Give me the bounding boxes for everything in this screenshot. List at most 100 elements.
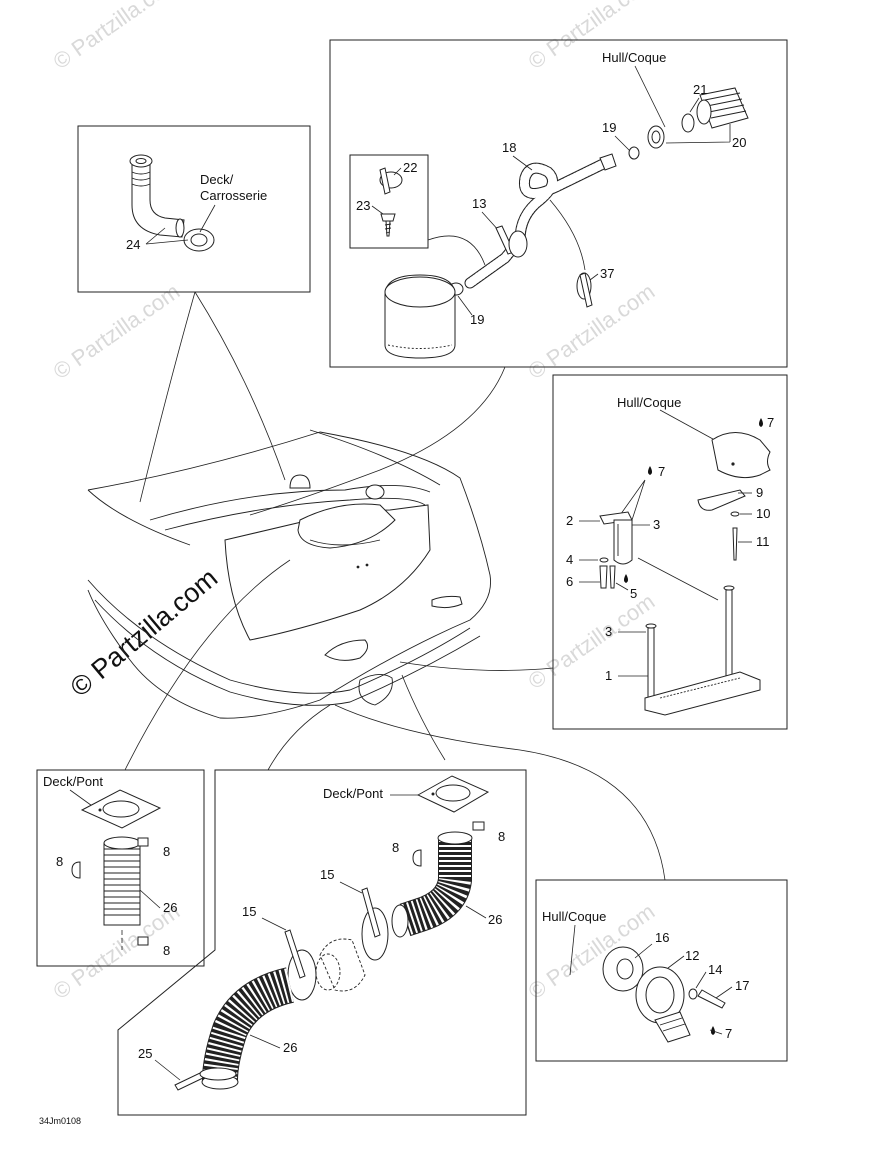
bilge-hose-18	[464, 153, 617, 289]
callout-10: 10	[756, 506, 770, 521]
clamp-19-top	[628, 146, 640, 160]
callout-carrosserie-label: Carrosserie	[200, 188, 267, 203]
callout-deck-pont-large: Deck/Pont	[323, 786, 383, 801]
screw-8-b	[71, 861, 81, 879]
vent-hose-26-upper	[391, 831, 473, 938]
sealant-drop-icon	[759, 418, 763, 427]
leader-bracket	[637, 557, 719, 601]
detail-box-vent-small	[36, 769, 205, 967]
leader-drain-plug	[334, 704, 666, 881]
callout-25: 25	[138, 1046, 152, 1061]
tie-strap-25	[174, 1067, 237, 1091]
sealant-drop-icon	[624, 574, 628, 583]
screw-8-e	[412, 849, 422, 867]
callout-2: 2	[566, 513, 573, 528]
watercraft-rear-body	[87, 429, 492, 719]
callout-17: 17	[735, 978, 749, 993]
callout-14: 14	[708, 962, 722, 977]
hose-clamp-22	[379, 167, 403, 195]
callout-7-c: 7	[725, 1026, 732, 1041]
callout-hull-mid: Hull/Coque	[617, 395, 681, 410]
vent-muffler	[315, 938, 366, 992]
screw-17	[697, 989, 726, 1009]
callout-7-a: 7	[767, 415, 774, 430]
callout-37: 37	[600, 266, 614, 281]
hull-plate	[711, 432, 771, 479]
leader-vent-left	[124, 559, 291, 771]
callout-5: 5	[630, 586, 637, 601]
screw-8-c	[137, 936, 149, 946]
detail-box-bilge-hose	[329, 39, 788, 368]
callout-6: 6	[566, 574, 573, 589]
callout-hull-bottom: Hull/Coque	[542, 909, 606, 924]
callout-15-upper: 15	[320, 867, 334, 882]
sealant-drop-icon	[711, 1026, 715, 1035]
detail-box-strainer	[552, 374, 788, 730]
callout-21: 21	[693, 82, 707, 97]
callout-8-a: 8	[163, 844, 170, 859]
callout-26-lower: 26	[283, 1040, 297, 1055]
detail-box-drain-plug	[535, 879, 788, 1062]
strainer-1	[644, 585, 761, 716]
callout-11: 11	[756, 534, 770, 549]
callout-8-b: 8	[56, 854, 63, 869]
washer-10	[730, 511, 740, 517]
callout-8-e: 8	[392, 840, 399, 855]
callout-8-d: 8	[498, 829, 505, 844]
callout-9: 9	[756, 485, 763, 500]
screw-8-d	[472, 821, 485, 831]
screw-23	[380, 213, 396, 237]
callout-23: 23	[356, 198, 370, 213]
leader-deck-left	[139, 291, 196, 503]
washer-4	[599, 557, 609, 563]
leader-inset	[427, 235, 486, 266]
callout-13: 13	[472, 196, 486, 211]
vent-hose-26-small	[103, 836, 141, 926]
callout-3-a: 3	[653, 517, 660, 532]
callout-26-upper: 26	[488, 912, 502, 927]
screw-8-a	[137, 837, 149, 847]
callout-19-top: 19	[602, 120, 616, 135]
tie-strap-37	[576, 272, 593, 308]
tie-strap-13	[495, 225, 528, 258]
callout-20: 20	[732, 135, 746, 150]
callout-18: 18	[502, 140, 516, 155]
detail-inset-clamp-screw	[349, 154, 429, 249]
bracket-9	[697, 489, 746, 511]
callout-19-bottom: 19	[470, 312, 484, 327]
leader-bilge-pump	[249, 366, 506, 516]
callout-hull-top: Hull/Coque	[602, 50, 666, 65]
detail-box-vent-large	[117, 769, 527, 1116]
drawing-code: 34Jm0108	[39, 1116, 81, 1126]
callout-4: 4	[566, 552, 573, 567]
callout-16: 16	[655, 930, 669, 945]
leader-vent-right	[267, 704, 331, 771]
watermark-text: © Partzilla.com	[49, 0, 185, 74]
deck-plate-small	[80, 789, 162, 829]
watermark-text: © Partzilla.com	[524, 279, 660, 385]
callout-deck-pont-small: Deck/Pont	[43, 774, 103, 789]
detail-box-deck-fitting	[77, 125, 311, 293]
rivet-11	[732, 527, 738, 561]
tie-strap-15-lower	[284, 929, 317, 1001]
bilge-pump	[384, 274, 456, 359]
callout-26-small: 26	[163, 900, 177, 915]
thru-hull-fitting-20	[647, 87, 749, 149]
support-bracket-2-3	[599, 511, 633, 565]
callout-12: 12	[685, 948, 699, 963]
leader-deck-right	[194, 291, 286, 481]
callout-1: 1	[605, 668, 612, 683]
leader-strainer	[399, 661, 554, 671]
leader-drain-arrow	[401, 674, 446, 761]
callout-deck-label: Deck/	[200, 172, 234, 187]
watermark-text: © Partzilla.com	[524, 589, 660, 695]
leader-37	[549, 199, 586, 271]
callout-15-lower: 15	[242, 904, 256, 919]
callout-22: 22	[403, 160, 417, 175]
deck-fitting-elbow	[129, 154, 215, 252]
watermark-main: © Partzilla.com	[65, 563, 224, 703]
drain-plate-16	[602, 946, 644, 992]
deck-plate-large	[416, 775, 490, 813]
